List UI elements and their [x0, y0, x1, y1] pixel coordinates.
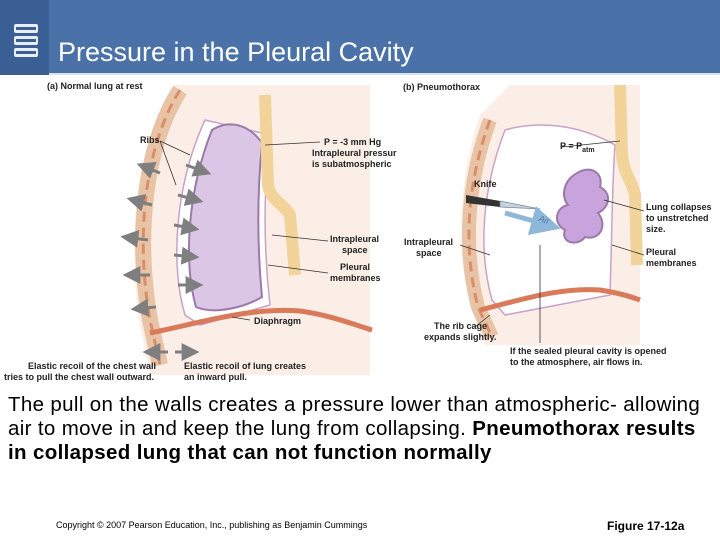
panel-a: (a) Normal lung at rest Ribs P = -3 mm H… — [4, 81, 397, 382]
panel-a-pleural-membranes-line2: membranes — [330, 273, 381, 283]
lung-recoil-line1: Elastic recoil of lung creates — [184, 361, 306, 371]
lung-collapses-line3: size. — [646, 224, 666, 234]
body-paragraph: The pull on the walls creates a pressure… — [8, 393, 712, 465]
body-text: The pull on the walls creates a pressure… — [8, 393, 701, 440]
collapsed-lung — [556, 168, 609, 244]
diaphragm — [149, 307, 373, 336]
panel-b-pressure-label: P = Patm — [560, 141, 595, 154]
panel-a-title: (a) Normal lung at rest — [47, 81, 143, 91]
figure-illustration: (a) Normal lung at rest Ribs P = -3 mm H… — [4, 81, 712, 382]
air-arrow — [504, 206, 561, 235]
chest-wall-recoil-line2: tries to pull the chest wall outward. — [4, 372, 154, 382]
panel-b-trachea — [614, 84, 643, 266]
pleural-cavity-figure: (a) Normal lung at rest Ribs P = -3 mm H… — [0, 75, 720, 390]
figure-number: Figure 17-12a — [607, 519, 685, 533]
lung-recoil-line2: an inward pull. — [184, 372, 247, 382]
panel-b-pleural-membranes-line1: Pleural — [646, 247, 676, 257]
slide-title: Pressure in the Pleural Cavity — [58, 37, 414, 67]
panel-a-intrapleural-space-line2: space — [342, 245, 368, 255]
panel-a-pleural-membranes-line1: Pleural — [340, 262, 370, 272]
lung-collapses-line1: Lung collapses — [646, 202, 712, 212]
diaphragm-label: Diaphragm — [254, 316, 301, 326]
panel-b-pleural-membranes-line2: membranes — [646, 258, 697, 268]
panel-b-title: (b) Pneumothorax — [403, 82, 480, 92]
chest-wall-recoil-line1: Elastic recoil of the chest wall — [28, 361, 156, 371]
sealed-cavity-line2: to the atmosphere, air flows in. — [510, 357, 643, 367]
sealed-cavity-line1: If the sealed pleural cavity is opened — [510, 346, 667, 356]
panel-b: (b) Pneumothorax P = Patm Knife Air Lung… — [403, 82, 712, 367]
ribs-label: Ribs — [140, 135, 160, 145]
copyright-notice: Copyright © 2007 Pearson Education, Inc.… — [56, 520, 368, 530]
panel-b-ribs — [467, 119, 494, 338]
intrapleural-pressure-line1: Intrapleural pressur — [312, 148, 397, 158]
inward-arrows — [173, 159, 212, 294]
panel-b-intrapleural-space-line1: Intrapleural — [404, 237, 453, 247]
slide-header: Pressure in the Pleural Cavity — [0, 0, 720, 75]
panel-a-pressure-label: P = -3 mm Hg — [324, 137, 381, 147]
stacked-bars-icon — [14, 24, 38, 57]
header-divider — [49, 73, 720, 75]
air-label: Air — [536, 213, 551, 226]
rib-cage-line1: The rib cage — [434, 321, 487, 331]
body-bold-text: Pneumothorax results in collapsed lung t… — [8, 417, 696, 464]
lung-collapses-line2: to unstretched — [646, 213, 709, 223]
intrapleural-pressure-line2: is subatmospheric — [312, 159, 392, 169]
knife-label: Knife — [474, 179, 497, 189]
panel-b-intrapleural-space-line2: space — [416, 248, 442, 258]
rib-cage-line2: expands slightly. — [424, 332, 496, 342]
panel-b-diaphragm — [479, 287, 641, 313]
panel-a-intrapleural-space-line1: Intrapleural — [330, 234, 379, 244]
outward-arrows — [120, 161, 161, 317]
trachea — [259, 94, 301, 276]
